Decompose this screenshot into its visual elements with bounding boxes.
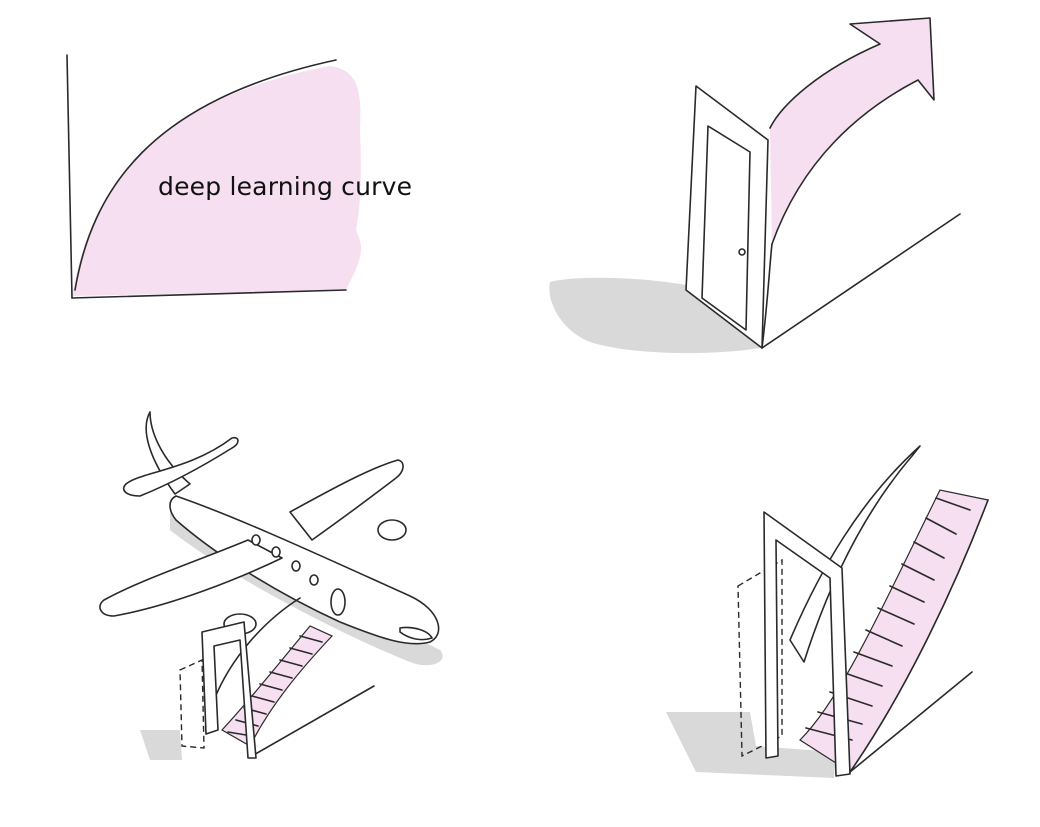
door-knob <box>738 248 746 256</box>
gate-shadow <box>666 712 836 778</box>
y-axis <box>66 54 73 299</box>
learning-curve-line <box>74 59 337 291</box>
panel-airplane-stairs <box>0 400 520 822</box>
airplane-sketch <box>99 411 443 760</box>
wall-baseline <box>251 685 375 757</box>
wall-curve <box>761 243 773 349</box>
curve-area-fill <box>72 66 361 296</box>
dashed-door-outline <box>179 658 205 749</box>
stair-flight <box>799 489 989 773</box>
door-panel <box>701 125 751 331</box>
learning-curve-sketch <box>66 54 361 299</box>
gate-shadow-left <box>140 730 182 760</box>
cabin-window <box>309 574 319 586</box>
panel-stair-gate <box>520 400 1040 822</box>
stair-stringer <box>849 499 989 773</box>
stair-railing <box>213 597 301 701</box>
x-axis <box>71 289 347 299</box>
stair-gate-sketch <box>666 445 989 778</box>
aircraft-door <box>330 588 346 616</box>
gate-frame <box>201 621 257 759</box>
wall-baseline <box>761 213 961 349</box>
arrow-fill <box>770 18 934 244</box>
cabin-window <box>251 534 261 546</box>
horizontal-stabilizer <box>122 436 239 497</box>
cabin-window <box>271 546 281 558</box>
learning-curve-label: deep learning curve <box>158 172 413 201</box>
gate-frame <box>763 511 851 777</box>
stair-flight <box>221 625 334 747</box>
left-wing <box>99 539 283 617</box>
panel-door-arrow <box>520 0 1040 400</box>
door-arrow-sketch <box>549 17 961 354</box>
cabin-window <box>291 560 301 572</box>
right-wing <box>289 459 404 541</box>
arrow-outline <box>769 17 935 245</box>
airplane-fuselage <box>169 495 440 645</box>
right-engine <box>377 519 407 541</box>
wall-baseline <box>849 671 973 773</box>
cockpit-window <box>399 626 433 641</box>
panel-learning-curve: deep learning curve <box>0 0 520 400</box>
